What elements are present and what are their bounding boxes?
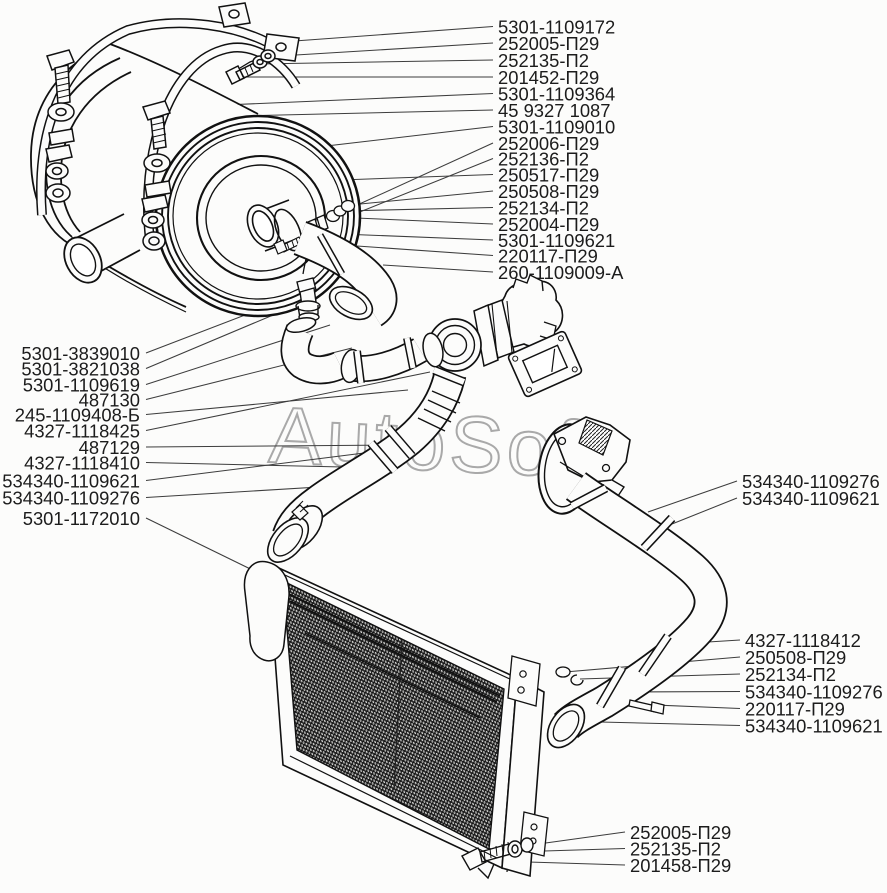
svg-text:252134-П2: 252134-П2 bbox=[745, 664, 836, 685]
svg-text:5301-1109621: 5301-1109621 bbox=[498, 230, 615, 251]
svg-text:5301-3821038: 5301-3821038 bbox=[21, 359, 140, 380]
svg-text:534340-1109276: 534340-1109276 bbox=[742, 471, 880, 492]
svg-text:201458-П29: 201458-П29 bbox=[630, 855, 731, 876]
svg-text:45 9327 1087: 45 9327 1087 bbox=[498, 100, 611, 121]
svg-text:252135-П2: 252135-П2 bbox=[630, 839, 721, 860]
svg-text:5301-1109010: 5301-1109010 bbox=[498, 117, 615, 138]
svg-text:252004-П29: 252004-П29 bbox=[498, 214, 599, 235]
svg-text:534340-1109276: 534340-1109276 bbox=[745, 682, 883, 703]
svg-text:534340-1109621: 534340-1109621 bbox=[745, 716, 883, 737]
svg-text:250508-П29: 250508-П29 bbox=[745, 647, 846, 668]
svg-text:252136-П2: 252136-П2 bbox=[498, 149, 589, 170]
svg-text:5301-1109172: 5301-1109172 bbox=[498, 17, 615, 38]
svg-text:5301-1109364: 5301-1109364 bbox=[498, 84, 615, 105]
svg-text:534340-1109621: 534340-1109621 bbox=[742, 488, 880, 509]
svg-text:5301-1172010: 5301-1172010 bbox=[23, 508, 140, 529]
svg-text:4327-1118412: 4327-1118412 bbox=[745, 630, 861, 651]
svg-text:252005-П29: 252005-П29 bbox=[630, 822, 731, 843]
svg-text:252134-П2: 252134-П2 bbox=[498, 198, 589, 219]
svg-text:4327-1118410: 4327-1118410 bbox=[24, 453, 140, 474]
svg-text:4327-1118425: 4327-1118425 bbox=[24, 421, 140, 442]
svg-text:5301-3839010: 5301-3839010 bbox=[21, 343, 140, 364]
svg-text:5301-1109619: 5301-1109619 bbox=[23, 375, 140, 396]
svg-text:252135-П2: 252135-П2 bbox=[498, 50, 589, 71]
svg-text:245-1109408-Б: 245-1109408-Б bbox=[15, 405, 140, 426]
svg-text:487129: 487129 bbox=[79, 437, 140, 458]
svg-text:250508-П29: 250508-П29 bbox=[498, 181, 599, 202]
svg-text:487130: 487130 bbox=[79, 390, 140, 411]
svg-text:220117-П29: 220117-П29 bbox=[498, 246, 598, 267]
svg-text:220117-П29: 220117-П29 bbox=[745, 699, 845, 720]
svg-text:534340-1109276: 534340-1109276 bbox=[2, 488, 140, 509]
svg-text:534340-1109621: 534340-1109621 bbox=[2, 471, 140, 492]
svg-text:250517-П29: 250517-П29 bbox=[498, 165, 599, 186]
svg-text:252006-П29: 252006-П29 bbox=[498, 133, 599, 154]
svg-text:201452-П29: 201452-П29 bbox=[498, 67, 599, 88]
svg-text:252005-П29: 252005-П29 bbox=[498, 33, 599, 54]
